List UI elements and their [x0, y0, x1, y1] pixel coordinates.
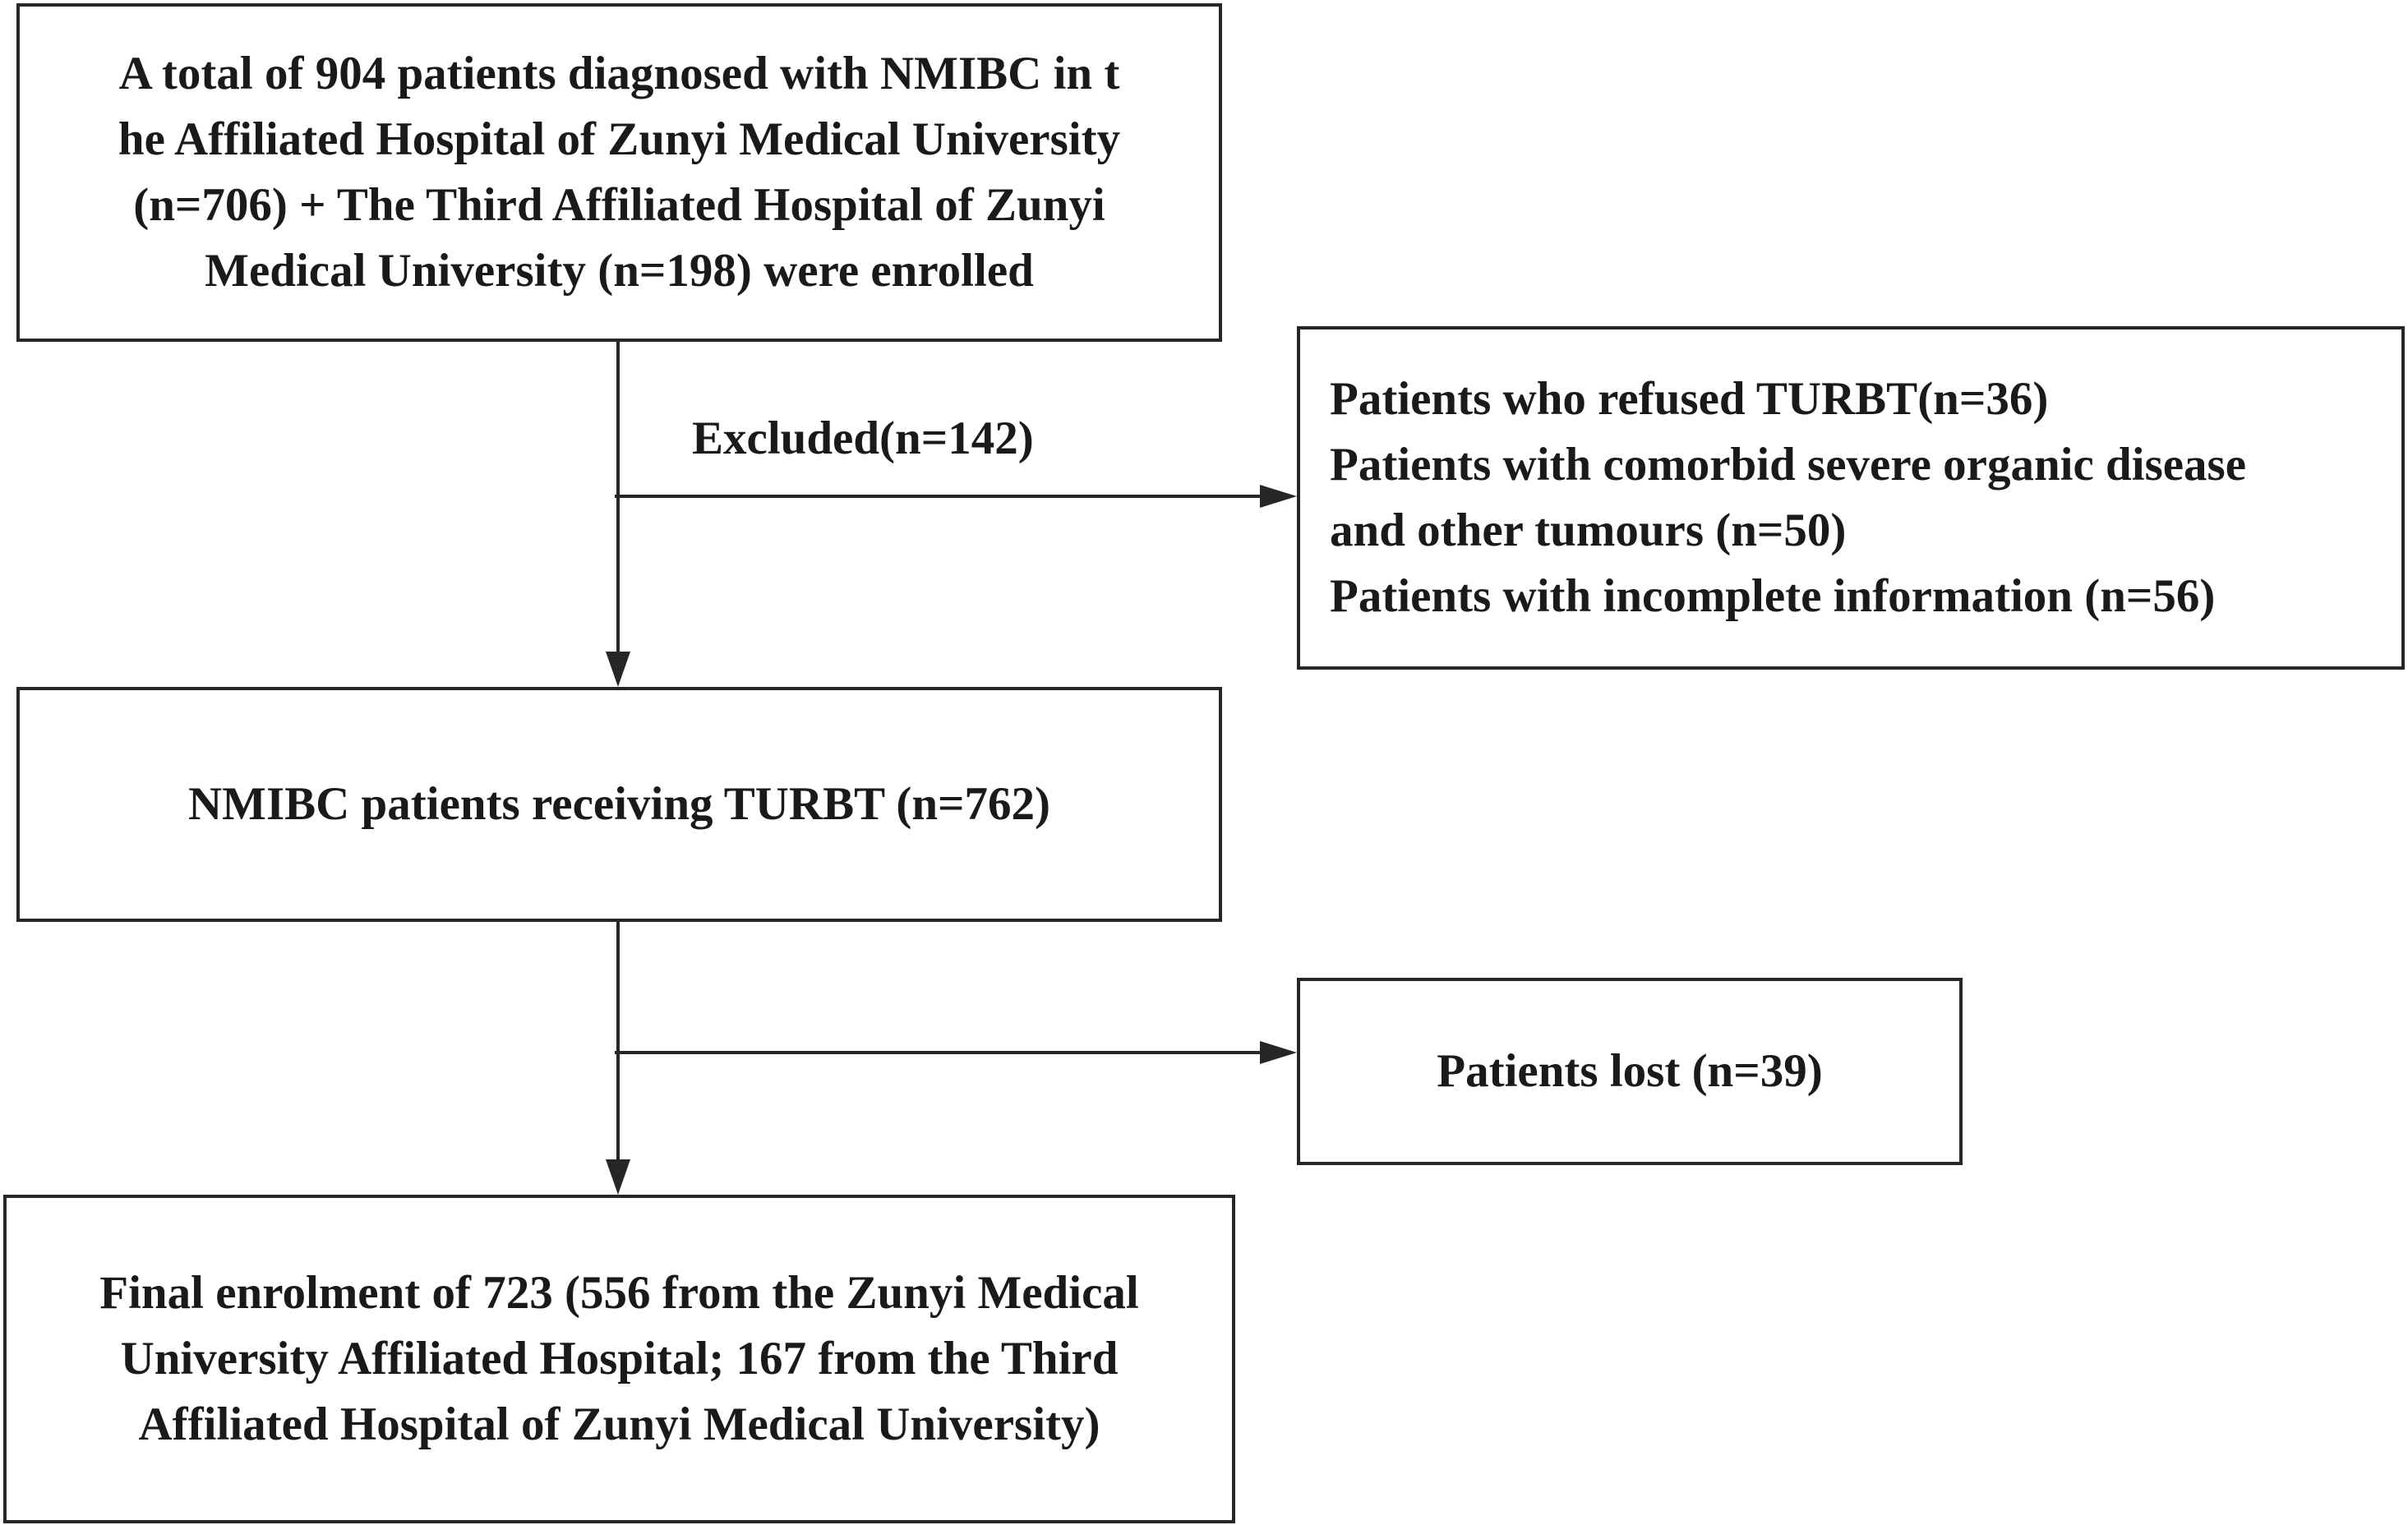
enrolled-line-1: A total of 904 patients diagnosed with N… — [118, 48, 1120, 99]
arrowhead-to-lost — [1260, 1041, 1297, 1064]
lost-line-1: Patients lost (n=39) — [1437, 1045, 1823, 1097]
enrolled-patients-box: A total of 904 patients diagnosed with N… — [16, 3, 1222, 342]
turbt-patients-box: NMIBC patients receiving TURBT (n=762) — [16, 687, 1222, 922]
arrowhead-turbt-to-final — [606, 1159, 630, 1195]
enrolled-line-3: (n=706) + The Third Affiliated Hospital … — [133, 179, 1105, 231]
turbt-line-1: NMIBC patients receiving TURBT (n=762) — [187, 778, 1051, 830]
enrolled-line-4: Medical University (n=198) were enrolled — [205, 245, 1034, 297]
enrolled-line-2: he Affiliated Hospital of Zunyi Medical … — [118, 113, 1121, 165]
final-line-1: Final enrolment of 723 (556 from the Zun… — [99, 1267, 1139, 1319]
exclusion-criteria-box: Patients who refused TURBT(n=36) Patient… — [1297, 326, 2405, 670]
final-enrolment-box: Final enrolment of 723 (556 from the Zun… — [3, 1195, 1235, 1523]
arrowhead-to-exclusion — [1260, 485, 1297, 508]
final-line-3: Affiliated Hospital of Zunyi Medical Uni… — [138, 1398, 1100, 1450]
excluded-label: Excluded(n=142) — [692, 412, 1034, 464]
final-line-2: University Affiliated Hospital; 167 from… — [120, 1333, 1119, 1384]
exclusion-line-1: Patients who refused TURBT(n=36) — [1330, 373, 2049, 425]
patients-lost-box: Patients lost (n=39) — [1297, 978, 1963, 1165]
exclusion-line-2: Patients with comorbid severe organic di… — [1330, 439, 2247, 491]
exclusion-line-3: and other tumours (n=50) — [1330, 504, 1847, 556]
arrowhead-enrolled-to-turbt — [606, 652, 630, 687]
exclusion-line-4: Patients with incomplete information (n=… — [1330, 570, 2216, 622]
